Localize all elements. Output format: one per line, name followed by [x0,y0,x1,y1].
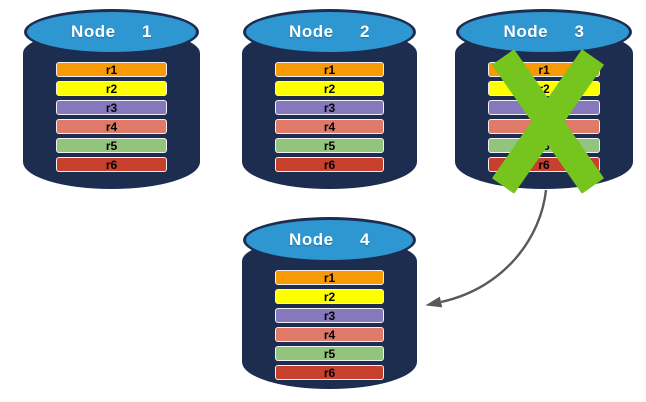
replication-arrow [425,189,548,308]
row-label: r3 [323,308,336,323]
node-2-row-r6: r6 [275,157,384,172]
row-label: r4 [323,327,336,342]
node-2: Node 2 r1 r2 r3 r4 r5 r6 [242,9,417,189]
row-label: r3 [105,100,118,115]
row-label: r3 [323,100,336,115]
node-2-cylinder-cap: Node 2 [243,9,416,55]
node-4-rows: r1 r2 r3 r4 r5 r6 [275,270,384,380]
node-3-rows: r1 r2 r3 r4 r5 r6 [488,62,600,172]
node-4-row-r2: r2 [275,289,384,304]
node-4-title: Node 4 [289,230,370,249]
row-label: r6 [105,157,118,172]
row-label: r5 [323,138,336,153]
node-3-row-r6: r6 [488,157,600,172]
row-label: r2 [323,81,336,96]
node-2-row-r1: r1 [275,62,384,77]
node-1-rows: r1 r2 r3 r4 r5 r6 [56,62,167,172]
node-1-row-r1: r1 [56,62,167,77]
node-2-row-r3: r3 [275,100,384,115]
row-label: r5 [105,138,118,153]
node-3-cylinder-cap: Node 3 [456,9,632,55]
row-label: r2 [538,81,550,96]
node-3: Node 3 r1 r2 r3 r4 r5 r6 [455,9,633,189]
node-2-rows: r1 r2 r3 r4 r5 r6 [275,62,384,172]
row-label: r6 [538,157,550,172]
node-4: Node 4 r1 r2 r3 r4 r5 r6 [242,217,417,389]
node-2-row-r5: r5 [275,138,384,153]
node-1-row-r4: r4 [56,119,167,134]
row-label: r5 [538,138,550,153]
row-label: r2 [105,81,118,96]
node-3-title: Node 3 [503,22,585,41]
node-3-row-r3: r3 [488,100,600,115]
node-2-row-r4: r4 [275,119,384,134]
row-label: r3 [538,100,550,115]
node-4-row-r5: r5 [275,346,384,361]
row-label: r4 [105,119,118,134]
arrowhead-icon [425,296,443,308]
node-1-title: Node 1 [71,22,152,41]
node-1-row-r6: r6 [56,157,167,172]
node-3-row-r1: r1 [488,62,600,77]
row-label: r1 [538,62,550,77]
row-label: r1 [323,62,336,77]
row-label: r1 [105,62,118,77]
node-4-row-r3: r3 [275,308,384,323]
node-3-row-r5: r5 [488,138,600,153]
node-1-row-r5: r5 [56,138,167,153]
node-2-row-r2: r2 [275,81,384,96]
node-1: Node 1 r1 r2 r3 r4 r5 r6 [23,9,200,189]
node-4-cylinder-cap: Node 4 [243,217,416,263]
row-label: r6 [323,365,336,380]
node-3-row-r4: r4 [488,119,600,134]
node-4-row-r6: r6 [275,365,384,380]
node-4-row-r4: r4 [275,327,384,342]
row-label: r6 [323,157,336,172]
row-label: r5 [323,346,336,361]
node-3-row-r2: r2 [488,81,600,96]
node-2-title: Node 2 [289,22,370,41]
node-1-row-r2: r2 [56,81,167,96]
node-1-row-r3: r3 [56,100,167,115]
node-4-row-r1: r1 [275,270,384,285]
node-1-cylinder-cap: Node 1 [24,9,199,55]
row-label: r4 [323,119,336,134]
row-label: r4 [538,119,550,134]
row-label: r1 [323,270,336,285]
row-label: r2 [323,289,336,304]
